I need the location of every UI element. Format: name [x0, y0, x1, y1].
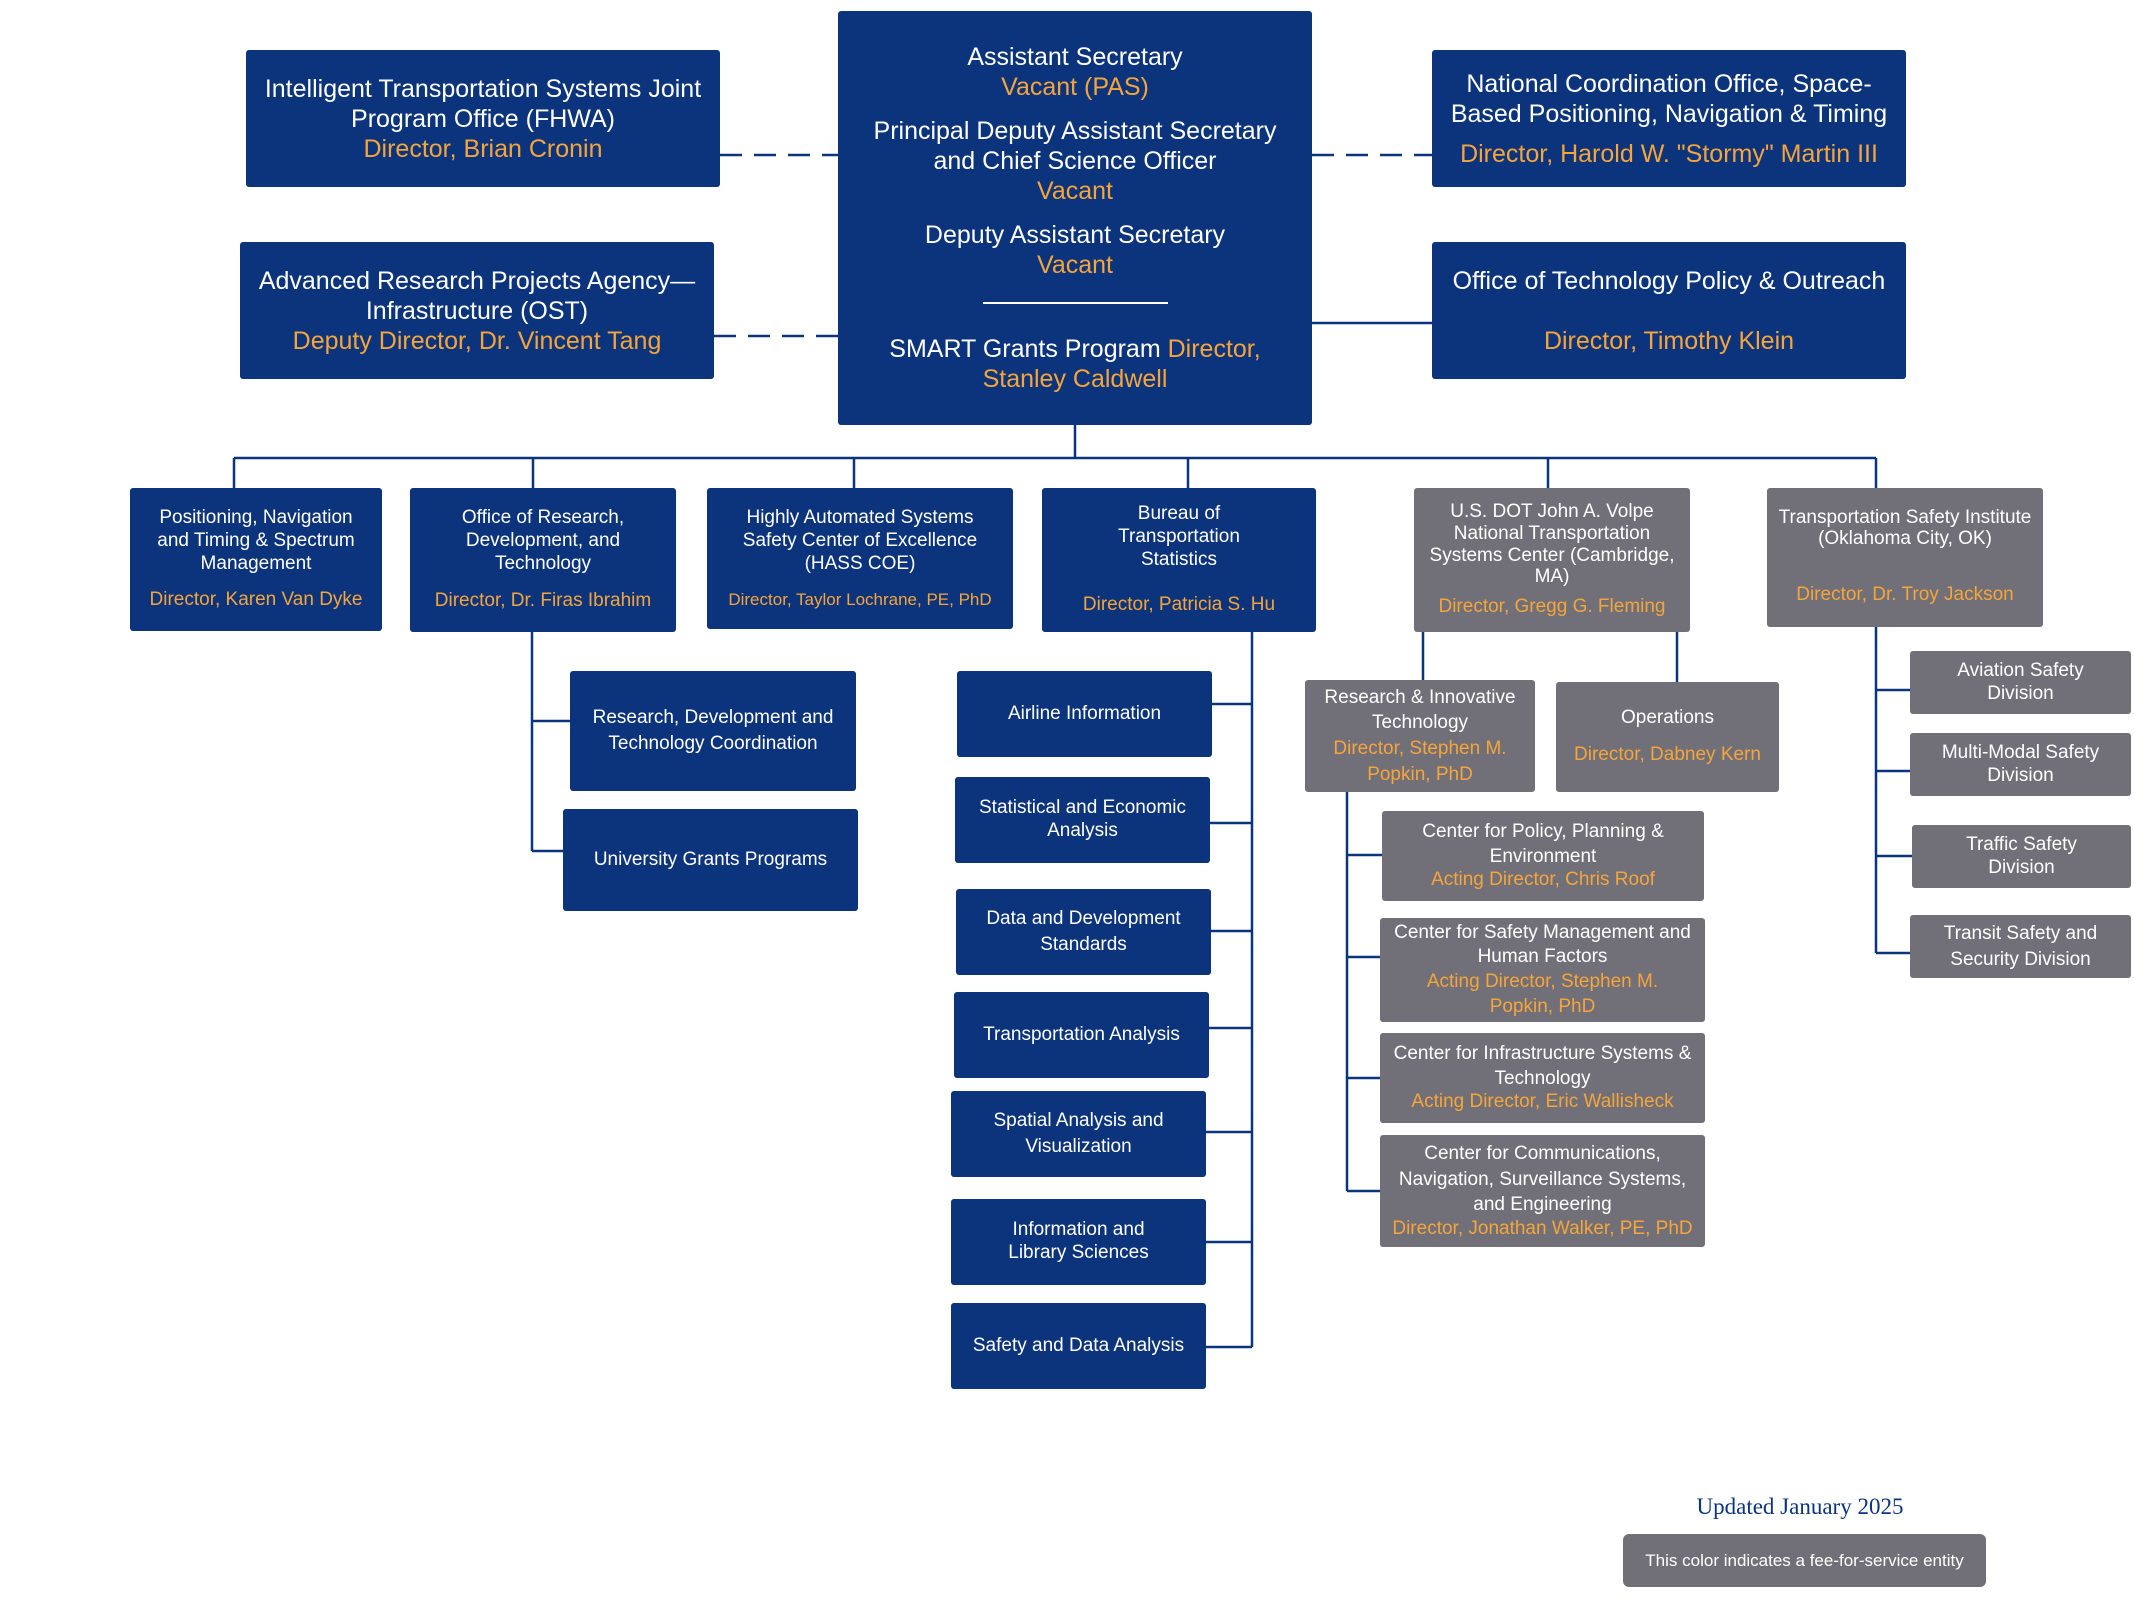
tsi-box: Transportation Safety Institute (Oklahom… — [1767, 488, 2043, 627]
volpe-rit-director: Director, Stephen M. Popkin, PhD — [1333, 738, 1507, 785]
nco-pnt-box: National Coordination Office, Space-Base… — [1432, 50, 1906, 187]
hass-coe-box: Highly Automated Systems Safety Center o… — [707, 488, 1013, 629]
rdt-office-director: Director, Dr. Firas Ibrahim — [434, 589, 652, 611]
volpe-rit-title: Research & Innovative Technology — [1324, 686, 1516, 734]
university-grants-box: University Grants Programs — [563, 809, 858, 911]
center-safety-human-factors-box: Center for Safety Management and Human F… — [1380, 918, 1705, 1022]
assistant-secretary-box: Assistant Secretary Vacant (PAS) Princip… — [838, 11, 1312, 425]
center-director: Acting Director, Stephen M. Popkin, PhD — [1426, 971, 1659, 1017]
rdt-coordination-label: Research, Development and Technology Coo… — [592, 707, 834, 754]
its-jpo-director: Director, Brian Cronin — [363, 134, 603, 163]
tsi-traffic-safety-box: Traffic Safety Division — [1912, 825, 2131, 888]
tsi-director: Director, Dr. Troy Jackson — [1796, 583, 2014, 605]
arpa-i-title: Advanced Research Projects Agency—Infras… — [258, 266, 696, 325]
otpo-director: Director, Timothy Klein — [1543, 326, 1795, 355]
fee-for-service-legend: This color indicates a fee-for-service e… — [1623, 1534, 1986, 1587]
smart-grants-label: SMART Grants Program — [889, 335, 1161, 363]
center-director: Director, Jonathan Walker, PE, PhD — [1392, 1218, 1693, 1240]
volpe-rit-box: Research & Innovative Technology Directo… — [1305, 680, 1535, 792]
center-communications-box: Center for Communications, Navigation, S… — [1380, 1135, 1705, 1247]
bts-unit-label: Safety and Data Analysis — [972, 1334, 1185, 1356]
center-director: Acting Director, Eric Wallisheck — [1411, 1091, 1674, 1113]
bts-box: Bureau of Transportation Statistics Dire… — [1042, 488, 1316, 632]
arpa-i-box: Advanced Research Projects Agency—Infras… — [240, 242, 714, 379]
smart-grants-director: Director, Stanley Caldwell — [982, 335, 1261, 393]
tsi-aviation-safety-box: Aviation Safety Division — [1910, 651, 2131, 714]
volpe-operations-box: Operations Director, Dabney Kern — [1556, 682, 1779, 792]
otpo-title: Office of Technology Policy & Outreach — [1452, 266, 1886, 295]
bts-unit-label: Airline Information — [1007, 702, 1162, 724]
tsi-title: Transportation Safety Institute (Oklahom… — [1778, 507, 2032, 550]
principal-deputy-title: Principal Deputy Assistant Secretary and… — [873, 117, 1277, 175]
bts-unit-label: Spatial Analysis and Visualization — [993, 1110, 1164, 1157]
arpa-i-director: Deputy Director, Dr. Vincent Tang — [292, 326, 662, 355]
volpe-title: U.S. DOT John A. Volpe National Transpor… — [1429, 500, 1675, 588]
volpe-director: Director, Gregg G. Fleming — [1438, 596, 1666, 618]
center-policy-planning-box: Center for Policy, Planning & Environmen… — [1382, 811, 1704, 901]
hass-coe-director: Director, Taylor Lochrane, PE, PhD — [728, 589, 992, 609]
bts-unit-label: Data and Development Standards — [986, 908, 1181, 955]
center-title: Center for Policy, Planning & Environmen… — [1422, 820, 1664, 867]
bts-unit-transportation-analysis: Transportation Analysis — [954, 992, 1209, 1078]
center-director: Acting Director, Chris Roof — [1431, 869, 1655, 891]
tsi-division-label: Transit Safety and Security Division — [1943, 922, 2098, 970]
bts-title: Bureau of Transportation Statistics — [1118, 503, 1240, 570]
tsi-multimodal-safety-box: Multi-Modal Safety Division — [1910, 733, 2131, 796]
volpe-operations-director: Director, Dabney Kern — [1574, 744, 1761, 765]
hass-coe-title: Highly Automated Systems Safety Center o… — [742, 507, 978, 574]
bts-unit-data-development: Data and Development Standards — [956, 889, 1211, 975]
principal-deputy-name: Vacant — [1037, 177, 1113, 205]
tsi-division-label: Multi-Modal Safety Division — [1941, 741, 2100, 786]
updated-date-text: Updated January 2025 — [1696, 1494, 1904, 1519]
rdt-coordination-box: Research, Development and Technology Coo… — [570, 671, 856, 791]
bts-director: Director, Patricia S. Hu — [1082, 593, 1276, 615]
bts-unit-safety-data: Safety and Data Analysis — [951, 1303, 1206, 1389]
volpe-center-box: U.S. DOT John A. Volpe National Transpor… — [1414, 488, 1690, 632]
bts-unit-label: Information and Library Sciences — [1008, 1219, 1149, 1263]
smart-grants-line: SMART Grants Program Director, Stanley C… — [865, 334, 1285, 394]
bts-unit-label: Statistical and Economic Analysis — [979, 797, 1186, 841]
tsi-division-label: Traffic Safety Division — [1966, 833, 2077, 878]
its-jpo-box: Intelligent Transportation Systems Joint… — [246, 50, 720, 187]
tsi-transit-safety-box: Transit Safety and Security Division — [1910, 915, 2131, 978]
nco-pnt-title: National Coordination Office, Space-Base… — [1450, 69, 1888, 128]
nco-pnt-director: Director, Harold W. "Stormy" Martin III — [1460, 139, 1878, 168]
bts-unit-library-sciences: Information and Library Sciences — [951, 1199, 1206, 1285]
pnt-spectrum-office-box: Positioning, Navigation and Timing & Spe… — [130, 488, 382, 631]
bts-unit-label: Transportation Analysis — [983, 1023, 1180, 1045]
deputy-assistant-name: Vacant — [1037, 251, 1113, 279]
bts-unit-spatial-analysis: Spatial Analysis and Visualization — [951, 1091, 1206, 1177]
assistant-secretary-name: Vacant (PAS) — [1001, 73, 1149, 101]
divider-line — [982, 302, 1168, 304]
center-title: Center for Safety Management and Human F… — [1394, 921, 1691, 968]
its-jpo-title: Intelligent Transportation Systems Joint… — [264, 74, 702, 133]
center-title: Center for Infrastructure Systems & Tech… — [1393, 1042, 1692, 1089]
bts-unit-statistical-economic: Statistical and Economic Analysis — [955, 777, 1210, 863]
assistant-secretary-title: Assistant Secretary — [967, 43, 1183, 71]
rdt-office-box: Office of Research, Development, and Tec… — [410, 488, 676, 632]
rdt-office-title: Office of Research, Development, and Tec… — [461, 507, 625, 574]
tsi-division-label: Aviation Safety Division — [1957, 659, 2084, 704]
center-title: Center for Communications, Navigation, S… — [1398, 1143, 1687, 1216]
bts-unit-airline-information: Airline Information — [957, 671, 1212, 757]
otpo-box: Office of Technology Policy & Outreach D… — [1432, 242, 1906, 379]
center-infrastructure-box: Center for Infrastructure Systems & Tech… — [1380, 1033, 1705, 1123]
deputy-assistant-title: Deputy Assistant Secretary — [924, 221, 1226, 249]
volpe-operations-title: Operations — [1621, 707, 1714, 729]
university-grants-label: University Grants Programs — [593, 848, 828, 870]
pnt-spectrum-director: Director, Karen Van Dyke — [149, 589, 363, 611]
pnt-spectrum-title: Positioning, Navigation and Timing & Spe… — [157, 506, 355, 574]
